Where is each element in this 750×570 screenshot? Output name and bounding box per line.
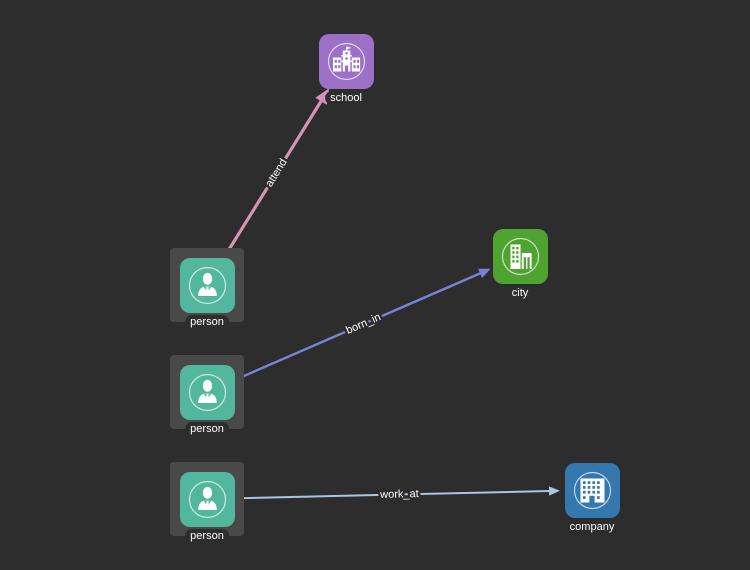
edge-label: born_in bbox=[344, 311, 382, 337]
node-tile bbox=[564, 462, 620, 518]
node-person-2[interactable]: person bbox=[170, 355, 244, 436]
person-icon bbox=[188, 266, 226, 304]
edge-line bbox=[206, 490, 550, 500]
node-label: person bbox=[185, 528, 229, 543]
school-icon bbox=[327, 42, 365, 80]
node-label: city bbox=[506, 285, 534, 300]
node-tile bbox=[492, 228, 548, 284]
node-school[interactable]: school bbox=[318, 33, 374, 105]
edge-label: work_at bbox=[379, 488, 419, 501]
node-label: company bbox=[564, 519, 620, 534]
node-city[interactable]: city bbox=[492, 228, 548, 300]
node-person-3[interactable]: person bbox=[170, 462, 244, 543]
city-icon bbox=[501, 237, 539, 275]
node-tile bbox=[179, 364, 235, 420]
edge-born-in[interactable]: born_in bbox=[206, 268, 491, 394]
node-person-1[interactable]: person bbox=[170, 248, 244, 329]
node-label: school bbox=[325, 90, 367, 105]
node-company[interactable]: company bbox=[564, 462, 620, 534]
node-label: person bbox=[185, 421, 229, 436]
person-icon bbox=[188, 480, 226, 518]
arrowhead-icon bbox=[478, 268, 491, 278]
node-tile bbox=[179, 471, 235, 527]
node-label: person bbox=[185, 314, 229, 329]
arrowhead-icon bbox=[548, 486, 561, 496]
edge-work-at[interactable]: work_at bbox=[206, 486, 561, 503]
company-icon bbox=[573, 471, 611, 509]
edge-line bbox=[206, 272, 481, 394]
node-tile bbox=[179, 257, 235, 313]
node-tile bbox=[318, 33, 374, 89]
person-icon bbox=[188, 373, 226, 411]
edge-label: attend bbox=[263, 157, 289, 189]
